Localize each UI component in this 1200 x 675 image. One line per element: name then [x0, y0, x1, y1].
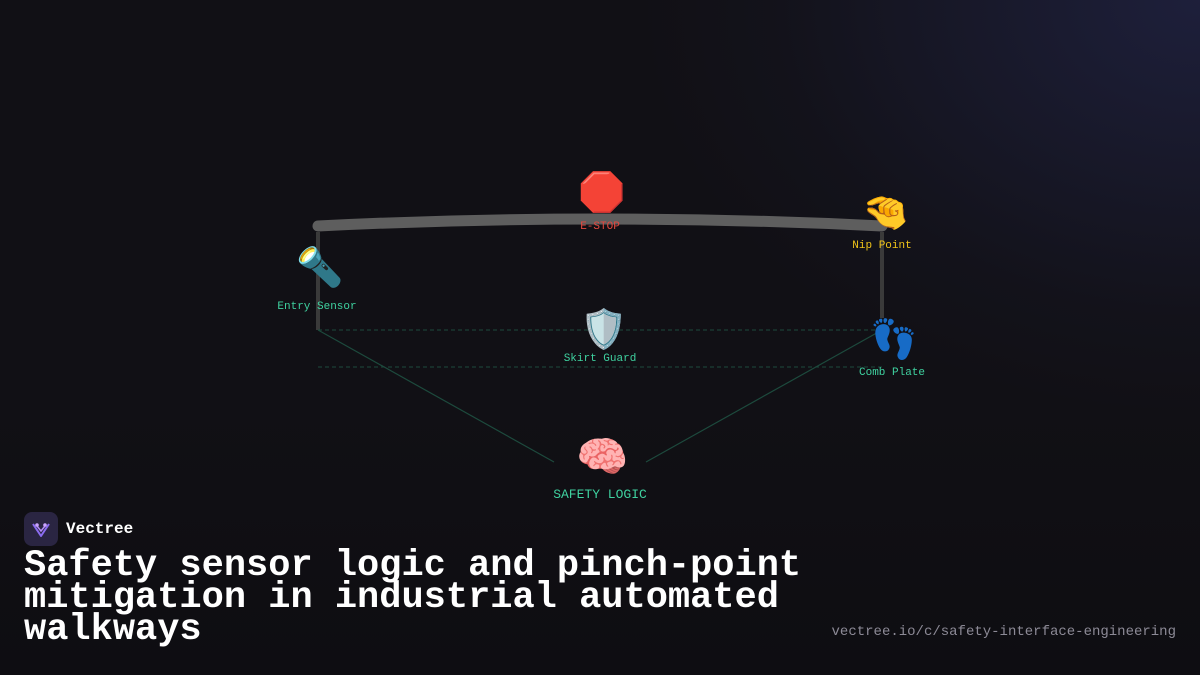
safety-logic-label: SAFETY LOGIC	[553, 487, 647, 502]
flashlight-icon: 🔦	[296, 245, 344, 289]
source-url[interactable]: vectree.io/c/safety-interface-engineerin…	[831, 624, 1176, 640]
link-comb-logic	[645, 329, 883, 463]
comb-plate-label: Comb Plate	[858, 367, 926, 379]
skirt-guard-label: Skirt Guard	[563, 353, 637, 365]
shield-icon: 🛡️	[580, 307, 628, 351]
brain-icon: 🧠	[576, 432, 629, 481]
page-title: Safety sensor logic and pinch-point miti…	[24, 545, 802, 651]
link-entry-logic	[317, 329, 555, 463]
estop-label: E-STOP	[580, 221, 620, 233]
footprints-icon: 👣	[870, 317, 918, 361]
brand: Vectree	[24, 512, 133, 546]
nip-point-label: Nip Point	[852, 240, 912, 252]
stop-sign-icon: 🛑	[578, 170, 626, 214]
entry-sensor-label: Entry Sensor	[277, 301, 357, 313]
pinching-hand-icon: 🤏	[862, 190, 910, 234]
walkway-rail	[312, 213, 888, 232]
brand-name: Vectree	[66, 520, 134, 538]
vectree-logo-icon	[24, 512, 58, 546]
